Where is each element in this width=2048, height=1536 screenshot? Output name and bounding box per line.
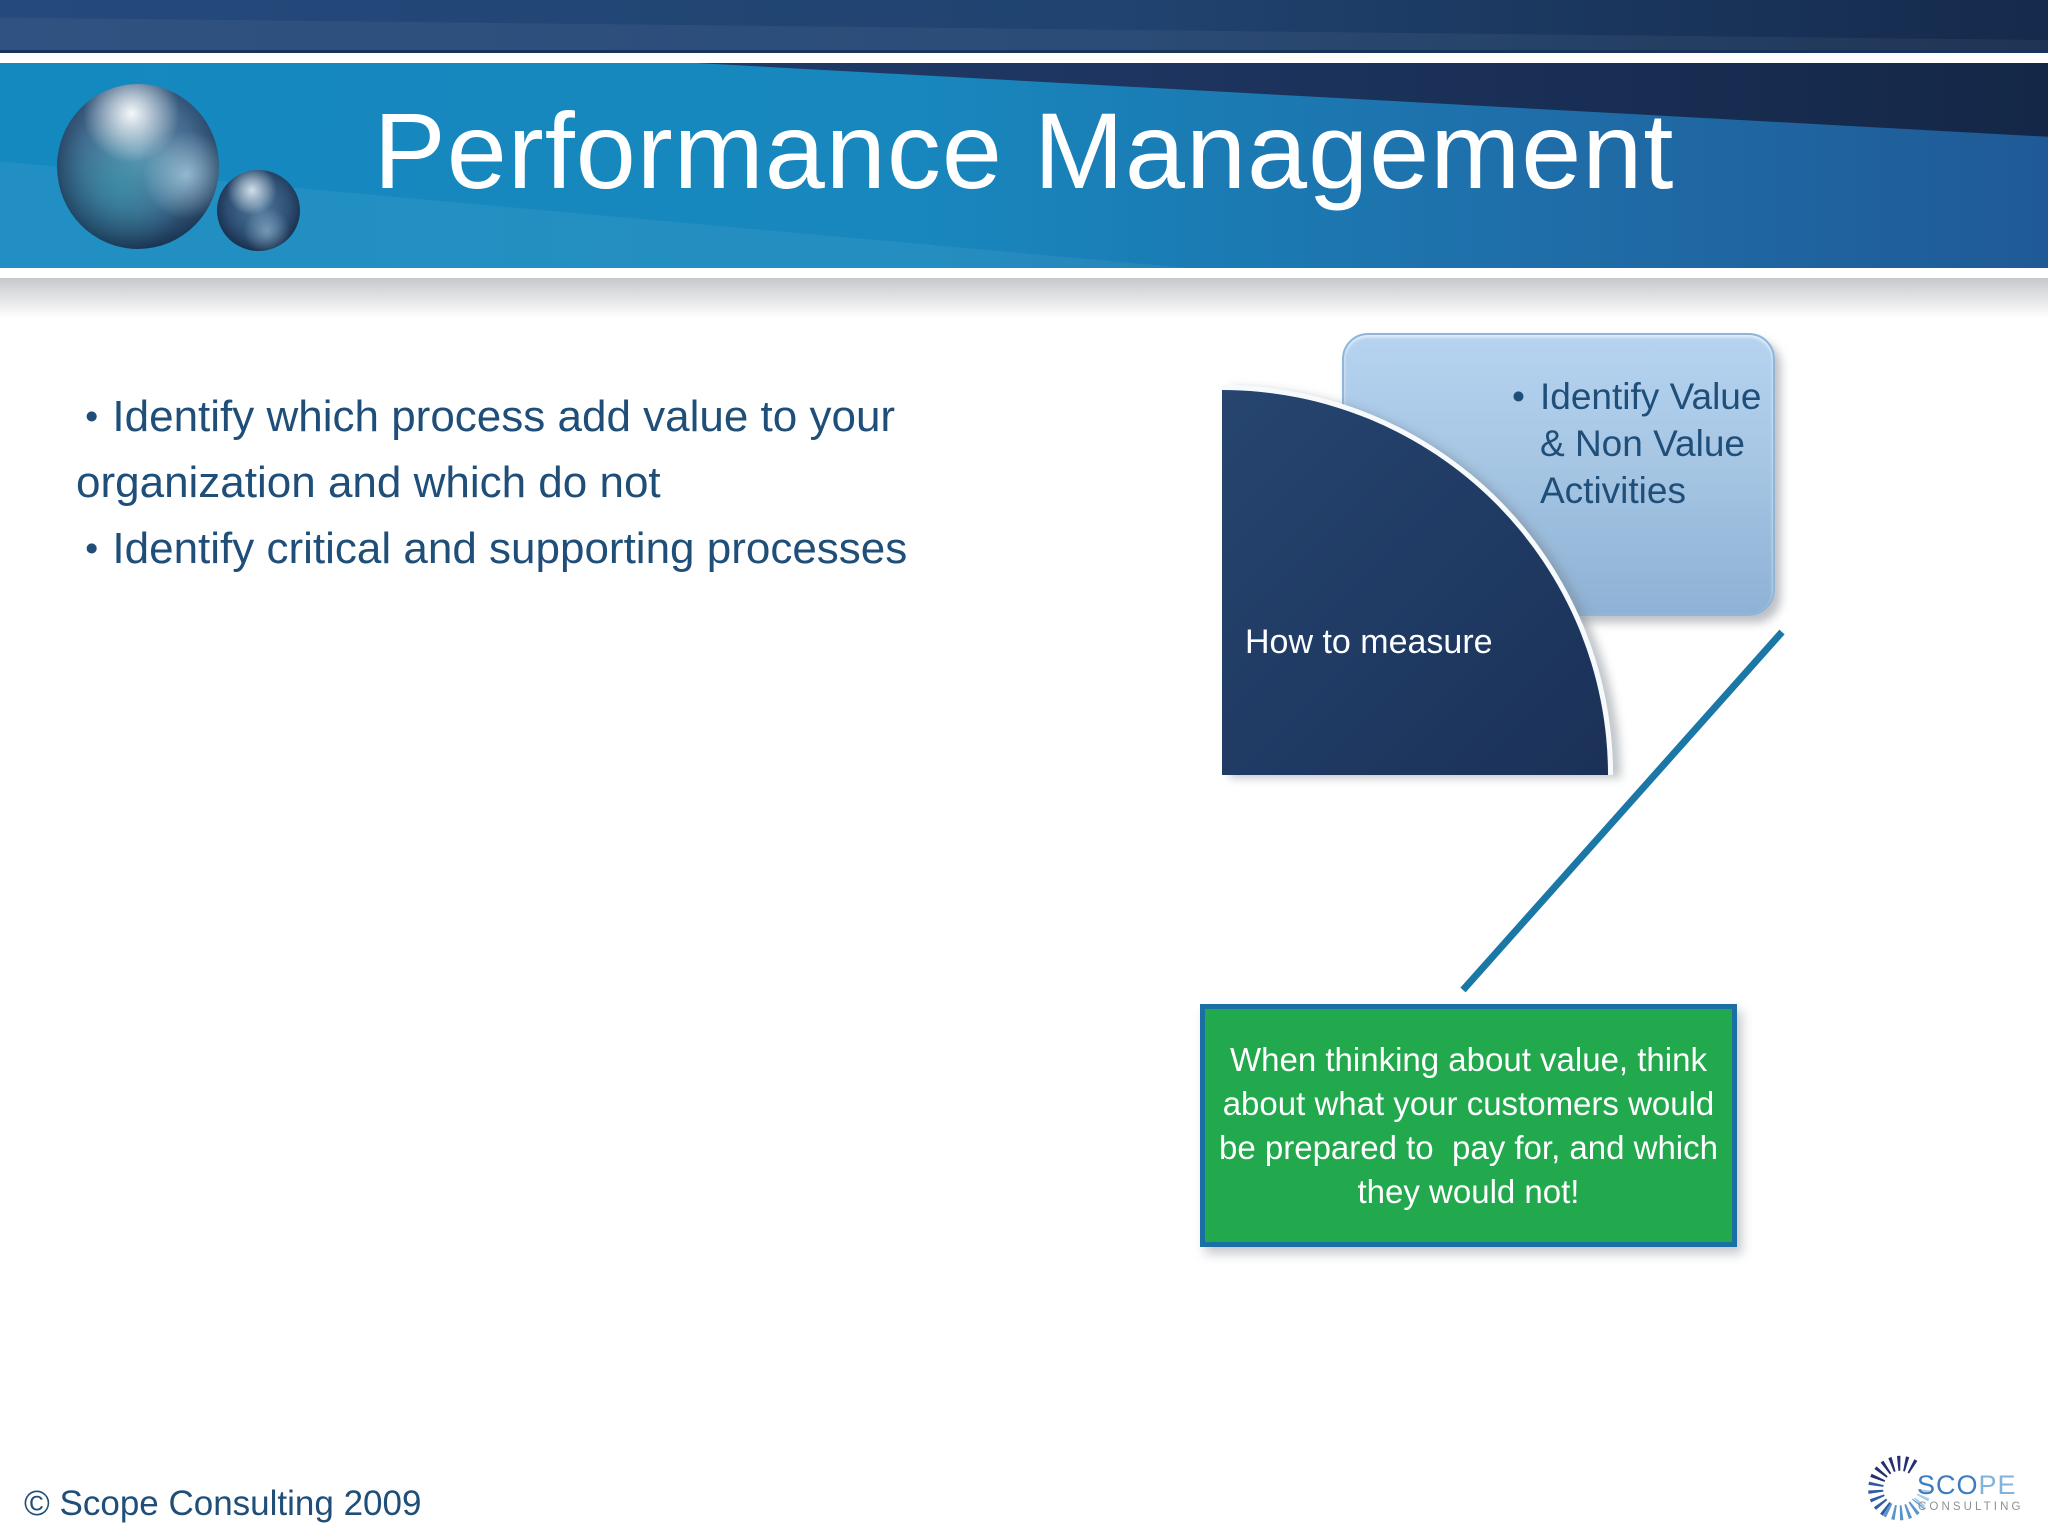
scope-consulting-logo: SCOPE CONSULTING (1855, 1444, 2025, 1536)
decorative-sphere-large (57, 84, 219, 249)
logo-consulting-text: CONSULTING (1918, 1501, 2024, 1513)
logo-swirl-icon (1868, 1455, 1932, 1521)
value-box-line: & Non Value (1540, 423, 1745, 464)
bullet-dot-icon: • (1512, 376, 1525, 417)
pie-label: How to measure (1245, 623, 1493, 661)
slide-title: Performance Management (373, 90, 1675, 211)
logo-scope-dark: SCO (1917, 1470, 1979, 1500)
header-top-bar (0, 0, 2048, 53)
decorative-sphere-small (217, 170, 300, 251)
bullet-dot-icon: • (85, 395, 99, 438)
callout-line: they would not! (1357, 1172, 1580, 1210)
callout-line: be prepared to pay for, and which (1219, 1128, 1718, 1166)
bullet-text: organization and which do not (76, 458, 661, 507)
value-box-line: Activities (1540, 470, 1686, 511)
bullet-text: Identify which process add value to your (112, 392, 896, 441)
bullet-text: Identify critical and supporting process… (112, 524, 908, 573)
bullet-item-continuation: organization and which do not (76, 450, 1016, 516)
banner-drop-shadow (0, 278, 2048, 318)
bullet-item: • Identify which process add value to you… (76, 384, 1016, 450)
header-banner (0, 63, 2048, 268)
logo-scope-text: SCOPE (1917, 1470, 2017, 1501)
connector-line (1460, 629, 1785, 993)
bullet-item: • Identify critical and supporting proces… (76, 516, 1016, 582)
copyright-text: © Scope Consulting 2009 (24, 1484, 422, 1523)
identify-value-text: • Identify Value & Non Value Activities (1512, 373, 1761, 514)
bullet-dot-icon: • (85, 527, 99, 570)
logo-scope-light: PE (1978, 1470, 2017, 1500)
bullet-list: • Identify which process add value to you… (76, 384, 1016, 582)
value-box-line: • Identify Value (1512, 373, 1761, 420)
value-callout-box: When thinking about value, think about w… (1200, 1004, 1737, 1247)
callout-line: When thinking about value, think (1230, 1040, 1707, 1078)
callout-line: about what your customers would (1222, 1084, 1715, 1122)
value-box-text: Identify Value (1540, 376, 1762, 417)
